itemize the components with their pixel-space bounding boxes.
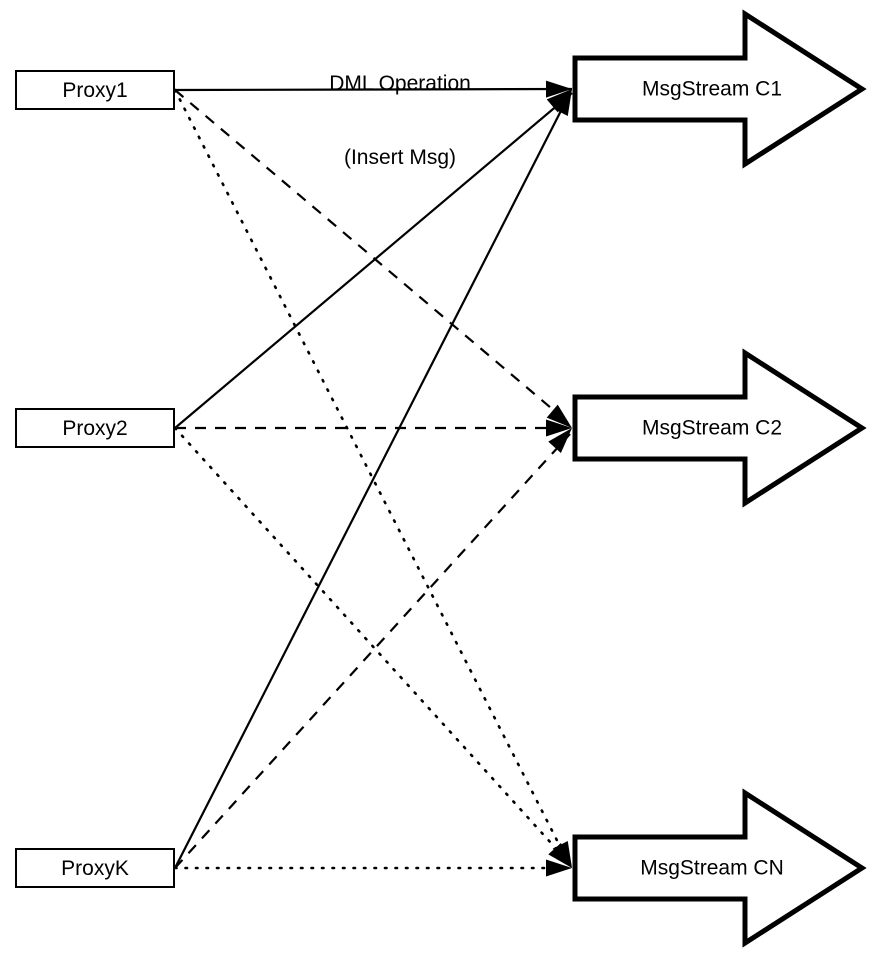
arrowhead-into-stream_c2 <box>546 419 572 437</box>
connection-pk-c2 <box>174 433 571 869</box>
msgstream-block-arrow-stream_cn[interactable] <box>572 788 867 948</box>
msgstream-label-cn: MsgStream CN <box>640 856 784 880</box>
msgstream-block-arrow-stream_c2[interactable] <box>572 348 867 508</box>
msgstream-label-c2: MsgStream C2 <box>641 416 783 440</box>
edge-caption-line-2: (Insert Msg) <box>343 145 456 169</box>
connection-p2-c1 <box>174 92 573 429</box>
proxy-node-2[interactable]: Proxy2 <box>15 408 175 448</box>
edge-caption-line-1: DML Operation <box>329 71 471 95</box>
connection-p1-c2 <box>174 89 571 425</box>
proxy-node-1[interactable]: Proxy1 <box>15 70 175 110</box>
proxy-node-k[interactable]: ProxyK <box>15 848 175 888</box>
proxy-node-label: Proxy1 <box>62 78 128 102</box>
arrowhead-into-stream_c2 <box>546 404 572 428</box>
proxy-node-label: Proxy2 <box>62 416 128 440</box>
arrowhead-into-stream_cn <box>548 843 572 868</box>
msgstream-block-arrow-stream_c1[interactable] <box>572 9 867 169</box>
connection-pk-c1 <box>174 96 569 869</box>
connection-p1-cn <box>173 88 570 864</box>
msgstream-label-c1: MsgStream C1 <box>641 77 783 101</box>
proxy-node-label: ProxyK <box>61 856 129 880</box>
edge-caption-dml-operation: DML Operation (Insert Msg) <box>329 22 471 220</box>
connection-p2-cn <box>173 426 572 866</box>
arrowhead-into-stream_c1 <box>552 89 572 117</box>
arrowhead-into-stream_cn <box>546 859 572 877</box>
arrowhead-into-stream_c2 <box>548 428 572 453</box>
arrowhead-into-stream_c1 <box>546 89 572 113</box>
connection-p1-c1 <box>174 87 573 92</box>
arrowhead-into-stream_c1 <box>545 80 572 98</box>
